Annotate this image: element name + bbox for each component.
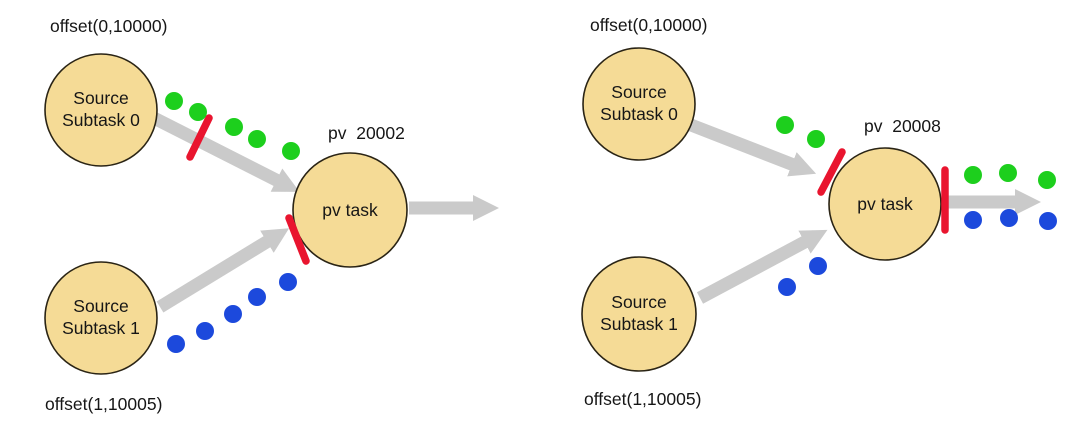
record-dot: [1000, 209, 1018, 227]
record-dot: [1039, 212, 1057, 230]
record-dot: [248, 130, 266, 148]
blue-record-dots: [778, 257, 827, 296]
record-dot: [807, 130, 825, 148]
record-dot: [282, 142, 300, 160]
record-dot: [225, 118, 243, 136]
right-diagram: offset(0,10000) Source Subtask 0 Source …: [581, 15, 1057, 409]
record-dot: [776, 116, 794, 134]
record-dot: [165, 92, 183, 110]
edge-source1-to-pv: [156, 228, 290, 313]
barrier-at-pv-input-source1: [285, 214, 310, 265]
source0-label-line1: Source: [611, 82, 666, 102]
edge-source1-to-pv: [696, 229, 828, 304]
offset-label-source1: offset(1,10005): [584, 389, 701, 409]
offset-label-source1: offset(1,10005): [45, 394, 162, 414]
record-dot: [189, 103, 207, 121]
record-dot: [224, 305, 242, 323]
blue-record-dots: [167, 273, 297, 353]
source1-label-line2: Subtask 1: [600, 314, 678, 334]
barrier-at-pv-input-source0: [817, 148, 846, 196]
offset-label-source0: offset(0,10000): [590, 15, 707, 35]
green-record-dots: [776, 116, 825, 148]
source1-label-line2: Subtask 1: [62, 318, 140, 338]
record-dot: [279, 273, 297, 291]
record-dot: [196, 322, 214, 340]
record-dot: [1038, 171, 1056, 189]
record-dot: [964, 211, 982, 229]
source0-label-line2: Subtask 0: [600, 104, 678, 124]
edge-source0-to-pv: [149, 111, 300, 192]
record-dot: [167, 335, 185, 353]
record-dot: [999, 164, 1017, 182]
source1-label-line1: Source: [73, 296, 128, 316]
record-dot: [964, 166, 982, 184]
source1-label-line1: Source: [611, 292, 666, 312]
left-diagram: offset(0,10000) Source Subtask 0 Source …: [44, 16, 499, 414]
source0-label-line1: Source: [73, 88, 128, 108]
pv-counter-label: pv 20008: [864, 116, 941, 136]
node-pv-task: [828, 147, 942, 261]
node-source-subtask-1: [581, 256, 697, 372]
pv-task-label: pv task: [857, 194, 913, 214]
record-dot: [778, 278, 796, 296]
node-source-subtask-1: [44, 261, 158, 375]
pv-counter-label: pv 20002: [328, 123, 405, 143]
source0-label-line2: Subtask 0: [62, 110, 140, 130]
emitted-blue-record-dots: [964, 209, 1057, 230]
emitted-green-record-dots: [964, 164, 1056, 189]
offset-label-source0: offset(0,10000): [50, 16, 167, 36]
node-source-subtask-0: [44, 53, 158, 167]
edge-source0-to-pv: [688, 118, 817, 177]
pv-task-label: pv task: [322, 200, 378, 220]
barrier-on-source0-edge: [186, 114, 213, 161]
node-pv-task: [292, 152, 408, 268]
node-source-subtask-0: [582, 47, 696, 161]
record-dot: [809, 257, 827, 275]
green-record-dots: [165, 92, 300, 160]
record-dot: [248, 288, 266, 306]
